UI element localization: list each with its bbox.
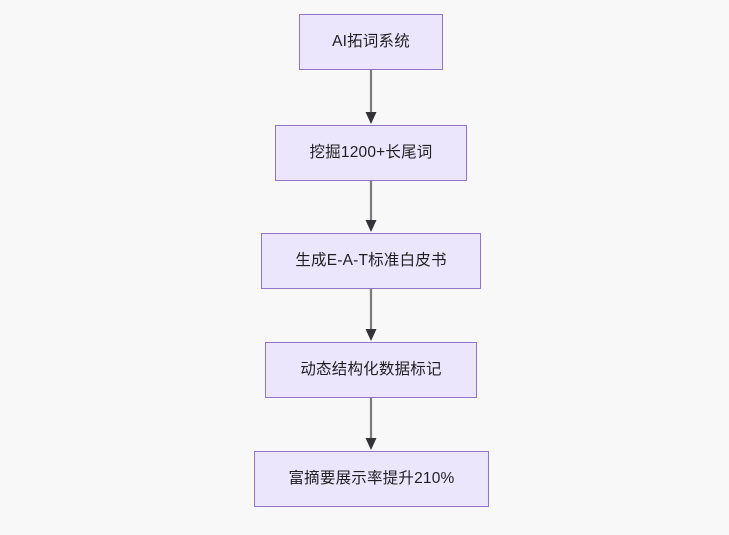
flowchart-node-label: AI拓词系统 (332, 32, 410, 50)
edge-n1-n2 (365, 70, 377, 124)
edge-n4-n5 (365, 398, 377, 450)
flowchart-node-dynamic-structured-data-markup[interactable]: 动态结构化数据标记 (265, 342, 477, 398)
flowchart-node-generate-eat-whitepaper[interactable]: 生成E-A-T标准白皮书 (261, 233, 481, 289)
flowchart-node-mine-longtail-keywords[interactable]: 挖掘1200+长尾词 (275, 125, 467, 181)
flowchart-node-rich-snippet-impression-uplift[interactable]: 富摘要展示率提升210% (254, 451, 489, 507)
flowchart-node-label: 富摘要展示率提升210% (288, 469, 455, 487)
flowchart-node-ai-keyword-system[interactable]: AI拓词系统 (299, 14, 443, 70)
flowchart-node-label: 挖掘1200+长尾词 (309, 143, 433, 161)
edge-n2-n3 (365, 181, 377, 232)
flowchart-node-label: 动态结构化数据标记 (300, 360, 442, 378)
flowchart-node-label: 生成E-A-T标准白皮书 (295, 251, 447, 269)
edge-n3-n4 (365, 289, 377, 341)
